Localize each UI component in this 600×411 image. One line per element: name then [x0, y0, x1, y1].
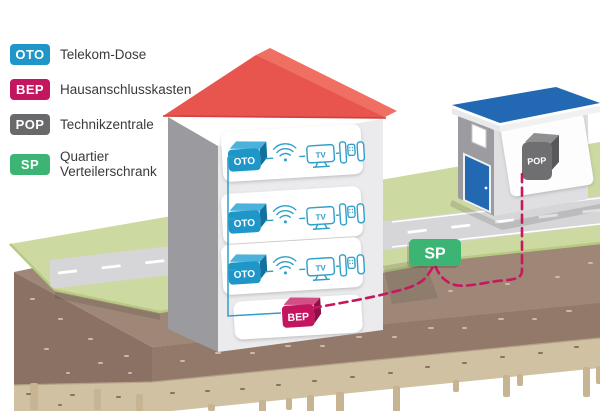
legend-row-pop: POP Technikzentrale: [10, 114, 191, 135]
building-shadow: [383, 259, 438, 304]
sp-legend-label: Quartier Verteilerschrank: [60, 149, 157, 180]
soil-pillars: [30, 366, 600, 411]
soil-front-right: [152, 303, 600, 382]
keypad-phone-icon: [347, 205, 356, 219]
floor-3: OTO: [221, 237, 366, 295]
oto-label: OTO: [233, 156, 255, 168]
fiber-cable-path: [311, 170, 524, 310]
wifi-icon: [272, 143, 297, 162]
floor-2: OTO: [221, 186, 366, 244]
legend-row-oto: OTO Telekom-Dose: [10, 44, 191, 65]
tv-icon: [306, 205, 336, 230]
sp-label: SP: [424, 246, 446, 263]
bep-badge: BEP: [10, 79, 50, 100]
legend-row-sp: SP Quartier Verteilerschrank: [10, 149, 191, 179]
oto-legend-label: Telekom-Dose: [60, 46, 147, 62]
keypad-phone-icon: [347, 256, 356, 270]
oto-box: OTO: [227, 141, 268, 172]
pop-label: POP: [527, 155, 547, 166]
pop-hut: POP: [450, 87, 600, 230]
oto-box: OTO: [227, 254, 268, 285]
hut-roof: [452, 87, 600, 123]
tv-icon: [306, 143, 336, 168]
inhouse-wiring-riser: [227, 157, 282, 317]
legend: OTO Telekom-Dose BEP Hausanschlusskasten…: [10, 44, 191, 179]
bep-box: BEP: [281, 297, 322, 328]
hut-shadow: [450, 200, 600, 230]
oto-label: OTO: [233, 218, 255, 230]
oto-box: OTO: [227, 203, 268, 234]
sp-badge-legend: SP: [10, 153, 50, 175]
legend-row-bep: BEP Hausanschlusskasten: [10, 79, 191, 100]
gravel-front-left: [14, 382, 152, 411]
oto-label: OTO: [233, 269, 255, 281]
door-handle: [484, 186, 488, 190]
device-chain: [265, 203, 366, 230]
tv-label: TV: [315, 150, 326, 160]
wifi-icon: [272, 256, 297, 275]
tv-icon: [306, 256, 336, 281]
router-icon: [338, 141, 348, 164]
roof: [163, 55, 386, 118]
inhouse-wiring-stubs: [228, 156, 236, 271]
pop-legend-label: Technikzentrale: [60, 116, 154, 132]
hut-window: [471, 123, 487, 149]
device-chain: [265, 254, 366, 281]
pop-box: POP: [522, 133, 559, 180]
wifi-icon: [272, 205, 297, 224]
tv-label: TV: [315, 263, 326, 273]
building-left-wall: [168, 117, 218, 352]
roof-back-slope: [256, 48, 397, 118]
apartment-building: OTO: [162, 48, 397, 352]
device-chain: [265, 141, 366, 168]
oto-badge: OTO: [10, 44, 50, 65]
sp-badge: SP: [407, 239, 461, 268]
floor-1: OTO: [221, 124, 366, 182]
soil-speckles: [26, 262, 593, 406]
hut-door: [463, 152, 491, 214]
router-icon: [338, 254, 348, 277]
bep-legend-label: Hausanschlusskasten: [60, 81, 192, 97]
gravel-front-right: [152, 338, 600, 411]
phone-icon: [356, 141, 366, 162]
tv-label: TV: [315, 212, 326, 222]
router-icon: [338, 203, 348, 226]
soil-front-left: [14, 272, 152, 385]
phone-icon: [356, 254, 366, 275]
keypad-phone-icon: [347, 143, 356, 157]
pop-badge: POP: [10, 114, 50, 135]
phone-icon: [356, 203, 366, 224]
bep-label: BEP: [287, 311, 309, 324]
